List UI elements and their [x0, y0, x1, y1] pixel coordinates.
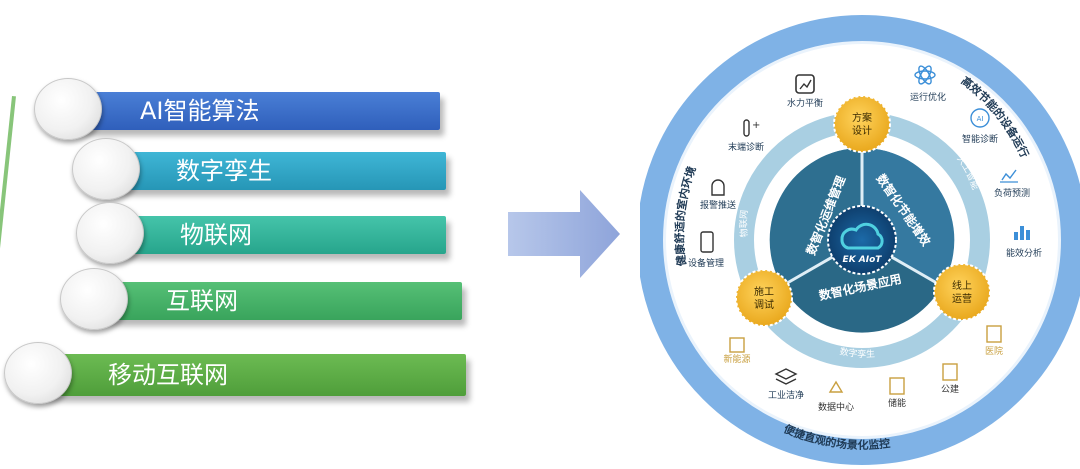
- atom-icon: [914, 65, 936, 85]
- outer-icon-alarm-push: 报警推送: [700, 179, 736, 211]
- stack-label-3: 物联网: [180, 221, 252, 249]
- ek-aiot-diagram: 健康舒适的室内环境 高效节能的设备运行 便捷直观的场景化监控 水力平衡 运行优化…: [640, 0, 1080, 469]
- ai-head-icon: [970, 108, 990, 128]
- office-icon: [942, 363, 958, 381]
- scene-hospital: 医院: [985, 325, 1003, 357]
- chart-icon: [795, 74, 815, 94]
- battery-building-icon: [889, 377, 905, 395]
- recycle-icon: [828, 380, 844, 393]
- svg-text:AI: AI: [977, 115, 984, 123]
- svg-text:+: +: [752, 120, 760, 131]
- device-icon: [700, 231, 714, 253]
- layers-icon: [774, 368, 798, 385]
- center-logo-disc: [827, 205, 897, 275]
- mid-ring-label-left: 物联网: [738, 210, 751, 238]
- stack-label-2: 数字孪生: [176, 157, 272, 185]
- outer-icon-device-management: 设备管理: [688, 231, 724, 269]
- stack-bar-iot: 物联网: [76, 202, 446, 264]
- svg-text:公建: 公建: [941, 383, 959, 395]
- node-construction: 施工 调试: [735, 269, 793, 327]
- outer-icon-smart-diagnosis: AI 智能诊断: [962, 108, 998, 145]
- svg-text:方案: 方案: [852, 111, 872, 124]
- stack-disc-1: [34, 78, 102, 140]
- svg-text:施工: 施工: [754, 285, 774, 298]
- technology-stack: AI智能算法 数字孪生 物联网 互联网 移动互联网: [0, 0, 480, 469]
- stack-label-4: 互联网: [166, 287, 238, 315]
- svg-text:医院: 医院: [985, 345, 1003, 357]
- svg-text:新能源: 新能源: [723, 353, 750, 365]
- scene-public-building: 公建: [941, 363, 959, 395]
- bar-chart-icon: [1014, 226, 1030, 240]
- svg-text:工业洁净: 工业洁净: [768, 389, 804, 401]
- stack-disc-5: [4, 342, 72, 404]
- cloud-logo-icon: [840, 222, 884, 250]
- svg-text:智能诊断: 智能诊断: [962, 133, 998, 145]
- thermometer-icon: [743, 119, 750, 137]
- outer-icon-load-forecast: 负荷预测: [994, 169, 1030, 199]
- scene-new-energy: 新能源: [723, 337, 751, 365]
- stack-bar-ai: AI智能算法: [34, 78, 440, 140]
- stack-label-5: 移动互联网: [108, 361, 228, 389]
- building-icon: [729, 337, 745, 353]
- scene-data-center: 数据中心: [818, 380, 854, 413]
- alarm-icon: [711, 179, 725, 196]
- outer-icon-operation-optimize: 运行优化: [910, 65, 946, 103]
- trend-icon: [1001, 169, 1017, 181]
- svg-text:设备管理: 设备管理: [688, 257, 724, 269]
- svg-text:设计: 设计: [852, 124, 872, 137]
- stack-disc-3: [76, 202, 144, 264]
- outer-icon-water-balance: 水力平衡: [787, 74, 823, 109]
- scene-energy-storage: 储能: [888, 377, 906, 409]
- svg-text:报警推送: 报警推送: [700, 199, 736, 211]
- svg-text:末端诊断: 末端诊断: [728, 141, 764, 153]
- stack-disc-2: [72, 138, 140, 200]
- node-online-operation: 线上 运营: [933, 263, 991, 321]
- svg-text:运行优化: 运行优化: [910, 91, 946, 103]
- stack-label-1: AI智能算法: [140, 97, 260, 125]
- outer-icon-terminal-diagnosis: + 末端诊断: [728, 119, 764, 153]
- svg-text:调试: 调试: [754, 298, 774, 311]
- stack-bar-mobile-internet: 移动互联网: [4, 342, 466, 404]
- outer-icon-efficiency-analysis: 能效分析: [1006, 226, 1042, 259]
- svg-text:储能: 储能: [888, 397, 906, 409]
- right-arrow-icon: [508, 190, 620, 278]
- svg-text:运营: 运营: [952, 292, 972, 305]
- stack-bar-digital-twin: 数字孪生: [72, 138, 446, 200]
- svg-text:线上: 线上: [952, 279, 972, 292]
- center-logo-text: EK AIoT: [843, 255, 883, 265]
- svg-text:水力平衡: 水力平衡: [787, 97, 823, 109]
- scene-industrial-clean: 工业洁净: [768, 368, 804, 401]
- svg-text:能效分析: 能效分析: [1006, 247, 1042, 259]
- stack-disc-4: [60, 268, 128, 330]
- hospital-icon: [986, 325, 1002, 343]
- svg-text:数据中心: 数据中心: [818, 401, 854, 413]
- svg-text:负荷预测: 负荷预测: [994, 187, 1030, 199]
- stack-bar-internet: 互联网: [60, 268, 462, 330]
- node-design: 方案 设计: [833, 95, 891, 153]
